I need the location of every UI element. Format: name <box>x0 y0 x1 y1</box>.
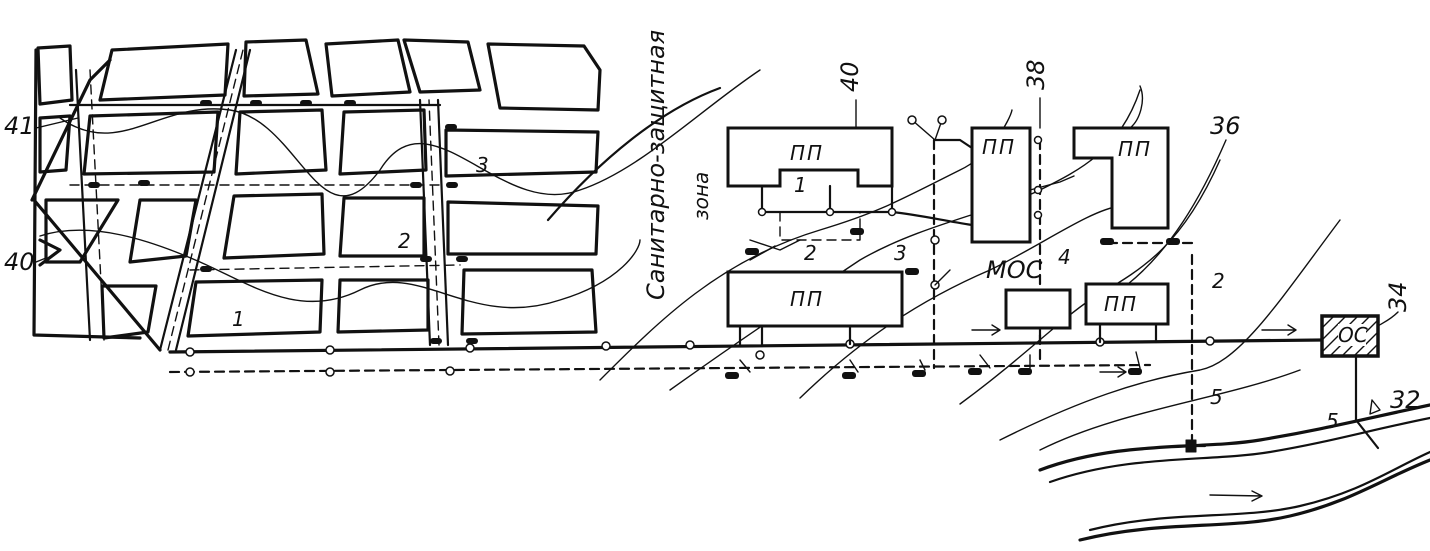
quarter <box>460 268 598 336</box>
leader-lines <box>35 85 1399 327</box>
quarter <box>234 108 328 176</box>
pp-block-1 <box>726 126 894 188</box>
label-3-city: 3 <box>476 153 489 177</box>
quarter <box>336 278 430 334</box>
quarter <box>402 38 482 94</box>
pp-block-4 <box>726 270 904 328</box>
diagonal-street <box>38 238 62 267</box>
sanitary-zone-label: Санитарно-защитная <box>642 30 670 300</box>
city-quarters <box>30 38 602 352</box>
quarter <box>38 114 72 174</box>
label-2-ind: 2 <box>804 241 817 265</box>
label-1-city: 1 <box>232 307 245 331</box>
quarter <box>36 44 74 106</box>
label-34: 34 <box>1384 281 1412 312</box>
quarter <box>324 38 412 98</box>
label-40-top: 40 <box>836 61 864 92</box>
pp-label: ПП <box>1118 137 1152 161</box>
label-38: 38 <box>1022 59 1050 90</box>
label-32: 32 <box>1390 386 1421 414</box>
quarter <box>446 200 600 256</box>
quarter <box>222 192 326 260</box>
inlets <box>88 100 1180 379</box>
quarter <box>100 284 158 340</box>
pp-block-5 <box>1084 282 1170 326</box>
industrial-nodes <box>757 115 1043 220</box>
diagonal-street <box>30 58 112 202</box>
stormwater-main <box>168 363 1152 374</box>
industrial-area: ПП ПП ПП ПП ПП ОС <box>726 126 1380 358</box>
os-label: ОС <box>1338 323 1368 347</box>
labels: Санитарно-защитная зона 41 40 40 38 36 3… <box>4 30 1421 433</box>
quarter <box>98 42 230 102</box>
pp-label: ПП <box>1104 292 1138 316</box>
quarter <box>242 38 320 98</box>
label-5-line: 5 <box>1210 385 1223 409</box>
pp-label: ПП <box>790 141 824 165</box>
city-edge <box>32 48 142 340</box>
label-2-city: 2 <box>398 229 411 253</box>
sewer-main <box>168 338 1324 354</box>
label-2-right: 2 <box>1212 269 1225 293</box>
sanitary-zone-line <box>546 86 722 222</box>
mos-block <box>1004 288 1072 330</box>
avenues <box>68 48 461 352</box>
label-41: 41 <box>4 112 35 140</box>
label-36: 36 <box>1210 112 1241 140</box>
pp-label: ПП <box>790 287 824 311</box>
quarter <box>186 278 324 338</box>
quarter <box>338 108 428 176</box>
quarter <box>128 198 198 264</box>
label-40-left: 40 <box>4 248 35 276</box>
label-4-ind: 4 <box>1058 245 1071 269</box>
quarter <box>82 110 220 176</box>
pp-block-3 <box>1072 126 1170 230</box>
diagonal-street <box>32 198 162 352</box>
label-1-ind: 1 <box>794 173 807 197</box>
quarter <box>338 196 426 258</box>
sanitary-zone-label-2: зона <box>689 172 713 220</box>
pp-block-2 <box>970 126 1032 244</box>
pp-label: ПП <box>982 135 1016 159</box>
label-mos: МОС <box>986 256 1043 284</box>
river <box>1038 354 1430 542</box>
label-5-outfall: 5 <box>1326 409 1339 433</box>
quarter <box>486 42 602 112</box>
label-3-ind: 3 <box>894 241 907 265</box>
quarter <box>444 128 600 178</box>
